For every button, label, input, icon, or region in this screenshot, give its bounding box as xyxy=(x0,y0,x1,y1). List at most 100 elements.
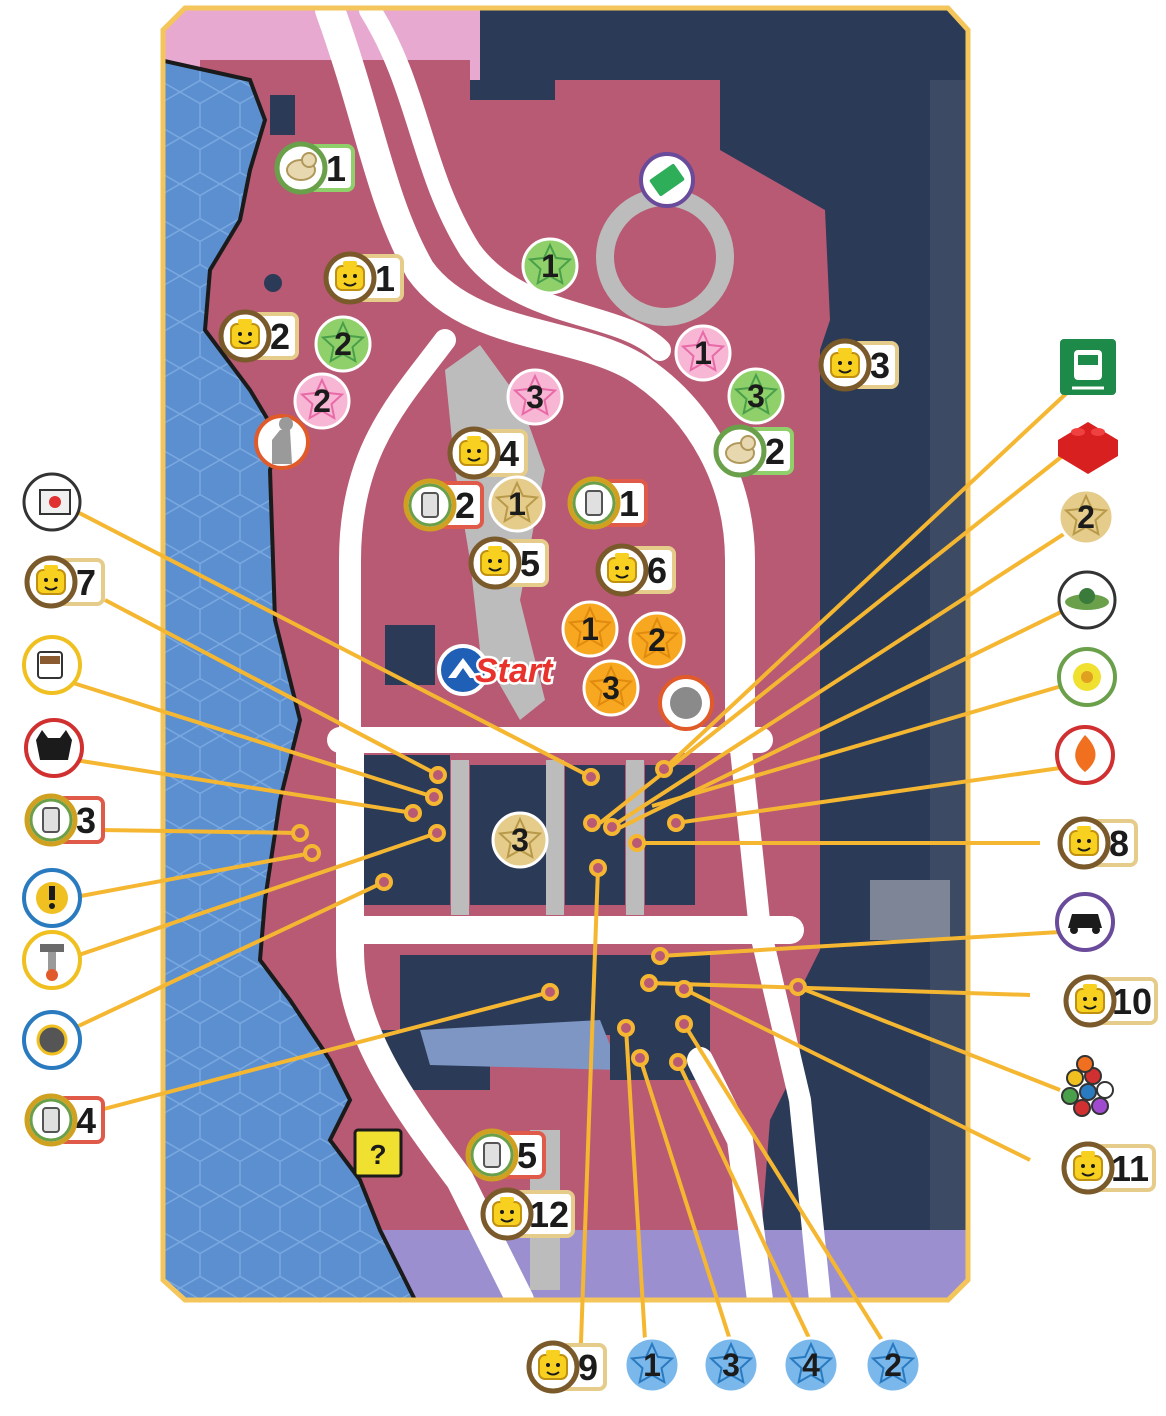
marker-number: 3 xyxy=(602,670,620,706)
canister-4-marker[interactable]: 4 xyxy=(24,1093,105,1147)
marker-number: 3 xyxy=(747,378,765,414)
pink-star-1-marker[interactable]: 1 xyxy=(674,324,732,382)
marker-number: 4 xyxy=(802,1347,820,1383)
marker-number: 11 xyxy=(1111,1148,1149,1189)
alien-ship-icon[interactable] xyxy=(1057,570,1117,630)
marker-number: 4 xyxy=(499,433,519,474)
canister-1-marker[interactable]: 1 xyxy=(567,476,648,530)
cat-mask-icon[interactable] xyxy=(24,718,84,778)
marker-number: 1 xyxy=(326,148,346,189)
car-icon[interactable] xyxy=(1055,892,1115,952)
flower-icon[interactable] xyxy=(1057,647,1117,707)
marker-number: 4 xyxy=(76,1100,96,1141)
minifig-12-marker[interactable]: 12 xyxy=(480,1187,575,1241)
marker-number: 1 xyxy=(694,335,712,371)
marker-number: 2 xyxy=(765,431,785,472)
marker-number: 1 xyxy=(541,248,559,284)
pink-star-2-marker[interactable]: 2 xyxy=(293,372,351,430)
minifig-5-marker[interactable]: 5 xyxy=(468,536,549,590)
star-outline xyxy=(527,242,573,285)
orange-star-icon xyxy=(561,600,619,658)
gold-star-2-marker[interactable]: 2 xyxy=(1057,488,1115,546)
green-star-3-marker[interactable]: 3 xyxy=(727,367,785,425)
orange-1-marker[interactable]: 1 xyxy=(561,600,619,658)
minifig-7-marker[interactable]: 7 xyxy=(24,555,105,609)
minifig-2-marker[interactable]: 2 xyxy=(218,309,299,363)
marker-number: 2 xyxy=(455,485,475,526)
green-star-1-marker[interactable]: 1 xyxy=(521,237,579,295)
star-outline xyxy=(512,373,558,416)
question-block-icon[interactable]: ? xyxy=(353,1128,403,1178)
cash-icon[interactable] xyxy=(639,152,695,208)
orange-star-icon xyxy=(628,611,686,669)
jackhammer-icon[interactable] xyxy=(22,930,82,990)
gold-star-icon xyxy=(491,811,549,869)
marker-number: 8 xyxy=(1109,823,1129,864)
marker-number: 1 xyxy=(643,1347,661,1383)
exclamation-icon[interactable] xyxy=(22,868,82,928)
marker-number: 3 xyxy=(76,800,96,841)
marker-number: 6 xyxy=(647,550,667,591)
orange-2-marker[interactable]: 2 xyxy=(628,611,686,669)
pink-star-3-marker[interactable]: 3 xyxy=(506,368,564,426)
gold-star-1-marker[interactable]: 1 xyxy=(488,475,546,533)
minifig-1-marker[interactable]: 1 xyxy=(323,251,404,305)
blue-star-1-marker[interactable]: 1 xyxy=(623,1336,681,1394)
vehicle-wheel-icon[interactable] xyxy=(22,1010,82,1070)
star-outline xyxy=(788,1341,834,1384)
train-icon[interactable] xyxy=(1060,339,1116,395)
minifig-4-marker[interactable]: 4 xyxy=(447,426,528,480)
pink-star-icon xyxy=(506,368,564,426)
coffee-cup-icon[interactable] xyxy=(22,635,82,695)
pink-star-icon xyxy=(674,324,732,382)
star-outline xyxy=(299,377,345,420)
minifig-8-marker[interactable]: 8 xyxy=(1057,816,1138,870)
blue-star-4-marker[interactable]: 4 xyxy=(782,1336,840,1394)
orange-3-marker[interactable]: 3 xyxy=(582,659,640,717)
minifig-3-marker[interactable]: 3 xyxy=(818,338,899,392)
marker-number: 2 xyxy=(334,326,352,362)
pet-1-marker[interactable]: 1 xyxy=(274,141,355,195)
statue-icon[interactable] xyxy=(254,414,310,470)
minifig-9-marker[interactable]: 9 xyxy=(526,1340,607,1394)
pet-2-marker[interactable]: 2 xyxy=(713,424,794,478)
blue-star-icon xyxy=(623,1336,681,1394)
marker-number: 10 xyxy=(1112,981,1152,1022)
marker-number: 3 xyxy=(722,1347,740,1383)
canister-5-marker[interactable]: 5 xyxy=(465,1128,546,1182)
canister-2-marker[interactable]: 2 xyxy=(403,478,484,532)
marker-number: 12 xyxy=(529,1194,569,1235)
flag-icon[interactable] xyxy=(22,472,82,532)
stud-cluster-icon[interactable] xyxy=(1061,1055,1114,1117)
marker-number: 7 xyxy=(76,562,96,603)
marker-number: 5 xyxy=(520,543,540,584)
canister-3-marker[interactable]: 3 xyxy=(24,793,105,847)
star-outline xyxy=(588,664,634,707)
green-star-icon xyxy=(314,315,372,373)
star-outline xyxy=(634,616,680,659)
star-outline xyxy=(733,372,779,415)
minifig-10-marker[interactable]: 10 xyxy=(1063,974,1158,1028)
orange-star-icon xyxy=(582,659,640,717)
marker-number: 3 xyxy=(526,379,544,415)
red-brick-icon[interactable] xyxy=(1058,422,1118,474)
marker-number: 1 xyxy=(375,258,395,299)
minifig-11-marker[interactable]: 11 xyxy=(1061,1141,1156,1195)
fire-icon[interactable] xyxy=(1055,725,1115,785)
minifig-6-marker[interactable]: 6 xyxy=(595,543,676,597)
map-area xyxy=(163,8,968,1300)
blue-star-2-marker[interactable]: 2 xyxy=(864,1336,922,1394)
silver-ring-icon[interactable] xyxy=(658,675,714,731)
star-outline xyxy=(629,1341,675,1384)
start-marker[interactable]: Start xyxy=(437,644,557,696)
blue-star-3-marker[interactable]: 3 xyxy=(702,1336,760,1394)
star-outline xyxy=(320,320,366,363)
green-star-icon xyxy=(521,237,579,295)
gold-star-icon xyxy=(1057,488,1115,546)
gold-star-3-marker[interactable]: 3 xyxy=(491,811,549,869)
marker-number: 1 xyxy=(581,611,599,647)
pink-star-icon xyxy=(293,372,351,430)
green-star-2-marker[interactable]: 2 xyxy=(314,315,372,373)
